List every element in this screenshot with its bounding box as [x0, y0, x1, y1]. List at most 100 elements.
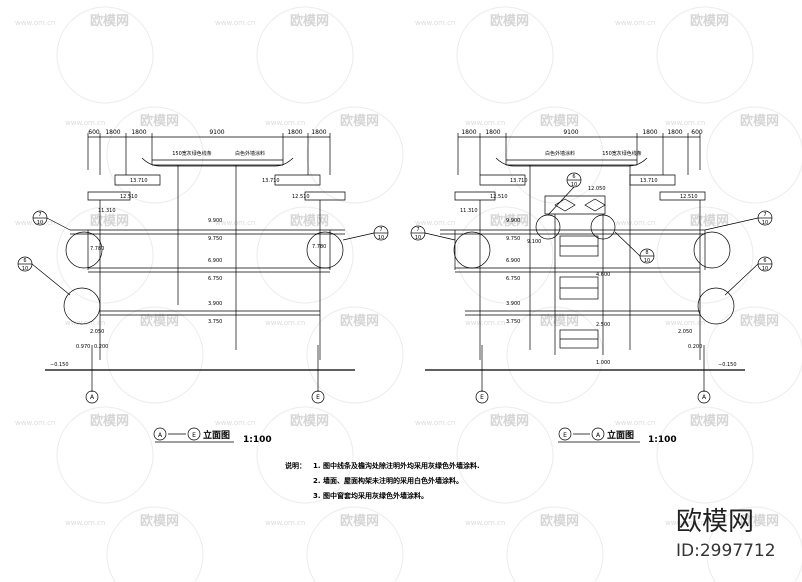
watermark-circle [106, 306, 204, 404]
left-level-13710: 13.710 [130, 178, 148, 184]
watermark-circle [56, 6, 154, 104]
right-level-12050: 12.050 [588, 186, 606, 192]
watermark-circle [706, 106, 802, 204]
right-level-4600: 4.600 [596, 272, 610, 278]
right-dim-6: 600 [691, 129, 703, 136]
right-dimension-labels: 1800 1800 9100 1800 1800 600 白色外墙涂料 150宽… [415, 129, 768, 445]
left-tag-3-num: 7 [379, 227, 382, 233]
left-level-6750: 6.750 [208, 276, 222, 282]
left-level-3750: 3.750 [208, 319, 222, 325]
left-dim-5: 1800 [287, 129, 302, 136]
watermark-text: 欧模网 [490, 213, 529, 229]
right-axis-e: E [480, 394, 484, 401]
watermark-url: www.om.cn [465, 119, 505, 127]
watermark-text: 欧模网 [540, 313, 579, 329]
watermark-circle [456, 206, 554, 304]
watermark-url: www.om.cn [415, 219, 455, 227]
watermark-circle [506, 106, 604, 204]
right-tag-2-num: 6 [572, 174, 575, 180]
left-level-6900: 6.900 [208, 258, 222, 264]
watermark-circle [256, 6, 354, 104]
watermark-url: www.om.cn [615, 419, 655, 427]
left-level-0970: 0.970 [76, 344, 90, 350]
right-tag-4-num: 7 [763, 212, 766, 218]
watermark-url: www.om.cn [265, 519, 305, 527]
watermark-text: 欧模网 [340, 513, 379, 529]
watermark-url: www.om.cn [465, 319, 505, 327]
left-axis-a: A [90, 394, 95, 401]
watermark-text: 欧模网 [340, 313, 379, 329]
left-level-0200: 0.200 [94, 344, 108, 350]
right-dim-5: 1800 [667, 129, 682, 136]
right-level-3750: 3.750 [506, 319, 520, 325]
watermark-url: www.om.cn [615, 19, 655, 27]
right-level-11310: 11.310 [460, 208, 478, 214]
watermark-text: 欧模网 [490, 13, 529, 29]
left-level-7780: 7.780 [90, 246, 104, 252]
watermark-circle [56, 206, 154, 304]
watermark-url: www.om.cn [65, 319, 105, 327]
right-dim-3: 9100 [563, 129, 578, 136]
left-tag-1-sheet: 10 [37, 220, 43, 226]
watermark-circle [306, 306, 404, 404]
watermark-text: 欧模网 [90, 413, 129, 429]
right-elevation [410, 133, 773, 443]
watermark-url: www.om.cn [615, 219, 655, 227]
left-dim-2: 1800 [105, 129, 120, 136]
watermark-text: 欧模网 [90, 213, 129, 229]
watermark-circle [256, 206, 354, 304]
right-band-label-2: 150宽灰绿色线条 [602, 150, 642, 157]
watermark-text: 欧模网 [140, 513, 179, 529]
watermark-url: www.om.cn [665, 319, 705, 327]
left-band-label-2: 白色外墙涂料 [235, 150, 265, 157]
right-level-9900: 9.900 [506, 218, 520, 224]
left-level-9750: 9.750 [208, 236, 222, 242]
right-tag-3-num: 8 [645, 250, 648, 256]
brand-id: ID:2997712 [676, 541, 776, 561]
watermark-circle [706, 306, 802, 404]
notes-heading: 说明： [285, 461, 306, 470]
watermark-text: 欧模网 [740, 513, 779, 529]
left-level-9900: 9.900 [208, 218, 222, 224]
watermark-text: 欧模网 [290, 13, 329, 29]
right-level-minus0150: −0.150 [718, 362, 737, 368]
brand-block: 欧模网 ID:2997712 [676, 507, 776, 561]
left-tag-1-num: 7 [38, 212, 41, 218]
watermark-url: www.om.cn [665, 519, 705, 527]
right-axis-a: A [702, 394, 707, 401]
left-dim-6: 1800 [311, 129, 326, 136]
watermark-circle [706, 506, 802, 582]
watermark-circle [106, 506, 204, 582]
right-tag-1-num: 7 [416, 227, 419, 233]
left-level-2050: 2.050 [90, 329, 104, 335]
watermark-circle [456, 6, 554, 104]
left-dim-4: 9100 [209, 129, 224, 136]
right-title-to: A [596, 432, 601, 439]
watermark-text: 欧模网 [490, 413, 529, 429]
watermark-text: 欧模网 [340, 113, 379, 129]
right-dim-4: 1800 [642, 129, 657, 136]
watermark-text: 欧模网 [140, 313, 179, 329]
watermark-url: www.om.cn [265, 119, 305, 127]
left-dim-1: 600 [88, 129, 100, 136]
watermark-url: www.om.cn [265, 319, 305, 327]
left-band-label-1: 150宽灰绿色线条 [172, 150, 212, 157]
left-title: 立面图 [203, 429, 230, 441]
watermark-circle [456, 406, 554, 504]
right-level-2500: 2.500 [596, 322, 610, 328]
watermark-circle [656, 6, 754, 104]
watermark-text: 欧模网 [290, 213, 329, 229]
right-level-13710: 13.710 [510, 178, 528, 184]
watermark-url: www.om.cn [465, 519, 505, 527]
watermark-text: 欧模网 [140, 113, 179, 129]
right-dim-1: 1800 [461, 129, 476, 136]
watermark-text: 欧模网 [690, 413, 729, 429]
watermark-url: www.om.cn [215, 419, 255, 427]
watermark-circle [106, 106, 204, 204]
watermark-circle [656, 206, 754, 304]
right-title-from: E [563, 432, 567, 439]
left-level-7780-r: 7.780 [312, 244, 326, 250]
left-dimension-labels: 600 1800 1800 9100 1800 1800 150宽灰绿色线条 白… [22, 129, 384, 445]
left-axis-e: E [316, 394, 320, 401]
watermark-text: 欧模网 [540, 513, 579, 529]
